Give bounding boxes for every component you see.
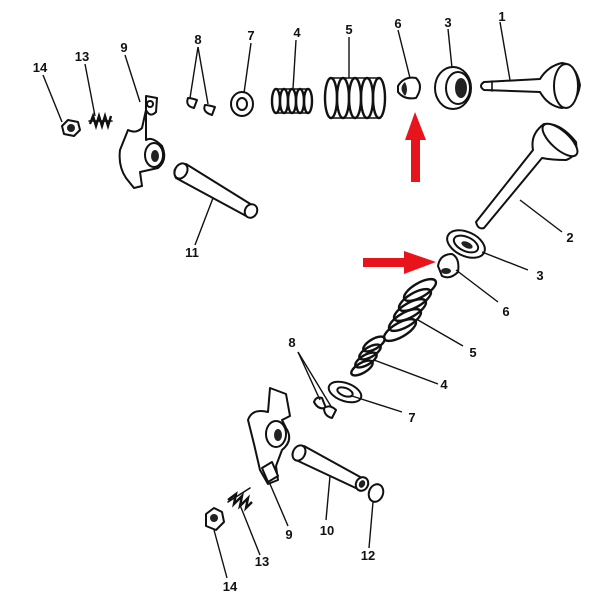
top-retainer-3 <box>434 66 472 110</box>
highlight-arrow-right <box>363 251 436 274</box>
bottom-retainer-3 <box>446 229 486 259</box>
label-9-top: 9 <box>120 40 127 55</box>
bottom-washer-7 <box>327 380 363 404</box>
label-5-bottom: 5 <box>469 345 476 360</box>
label-5-top: 5 <box>345 22 352 37</box>
label-4-bottom: 4 <box>440 377 448 392</box>
top-cotters-8 <box>186 97 216 116</box>
label-10-bottom: 10 <box>320 523 334 538</box>
label-11-top: 11 <box>185 245 199 260</box>
bottom-spring-13 <box>227 487 253 512</box>
top-nut-14 <box>61 119 81 137</box>
top-valve-1 <box>480 62 581 109</box>
label-9-bottom: 9 <box>285 527 292 542</box>
bottom-nut-14 <box>205 507 225 531</box>
bottom-outer-spring-5 <box>382 277 438 343</box>
bottom-oring-12 <box>367 483 385 503</box>
label-13-top: 13 <box>75 49 89 64</box>
bottom-cotters-8 <box>313 396 337 419</box>
top-outer-spring-5 <box>323 76 387 120</box>
top-assembly: 1 3 6 5 4 7 8 9 13 14 11 <box>33 9 581 260</box>
top-cap-6 <box>397 76 421 100</box>
label-8-top: 8 <box>194 32 201 47</box>
label-2-bottom: 2 <box>566 230 573 245</box>
label-6-bottom: 6 <box>502 304 509 319</box>
bottom-valve-2 <box>475 122 579 230</box>
label-12-bottom: 12 <box>361 548 375 563</box>
label-14-top: 14 <box>33 60 48 75</box>
top-rocker-shaft-11 <box>173 162 259 219</box>
top-spring-13 <box>88 111 113 131</box>
bottom-inner-spring-4 <box>350 335 386 377</box>
label-7-bottom: 7 <box>408 410 415 425</box>
bottom-rocker-arm-9 <box>247 387 291 485</box>
label-14-bottom: 14 <box>223 579 238 594</box>
label-6-top: 6 <box>394 16 401 31</box>
label-3-bottom: 3 <box>536 268 543 283</box>
label-13-bottom: 13 <box>255 554 269 569</box>
label-8-bottom: 8 <box>288 335 295 350</box>
top-rocker-arm-9 <box>118 95 166 189</box>
bottom-rocker-shaft-10 <box>291 444 370 492</box>
bottom-cap-6 <box>437 253 460 279</box>
label-1-top: 1 <box>498 9 505 24</box>
label-4-top: 4 <box>293 25 301 40</box>
top-washer-7 <box>230 91 254 117</box>
label-3-top: 3 <box>444 15 451 30</box>
label-7-top: 7 <box>247 28 254 43</box>
top-leader-lines <box>42 21 511 246</box>
highlight-arrow-up <box>405 112 426 182</box>
top-inner-spring-4 <box>270 87 314 115</box>
bottom-leader-lines <box>213 199 563 579</box>
bottom-assembly: 2 3 6 5 4 7 8 9 10 12 13 14 <box>205 122 579 594</box>
